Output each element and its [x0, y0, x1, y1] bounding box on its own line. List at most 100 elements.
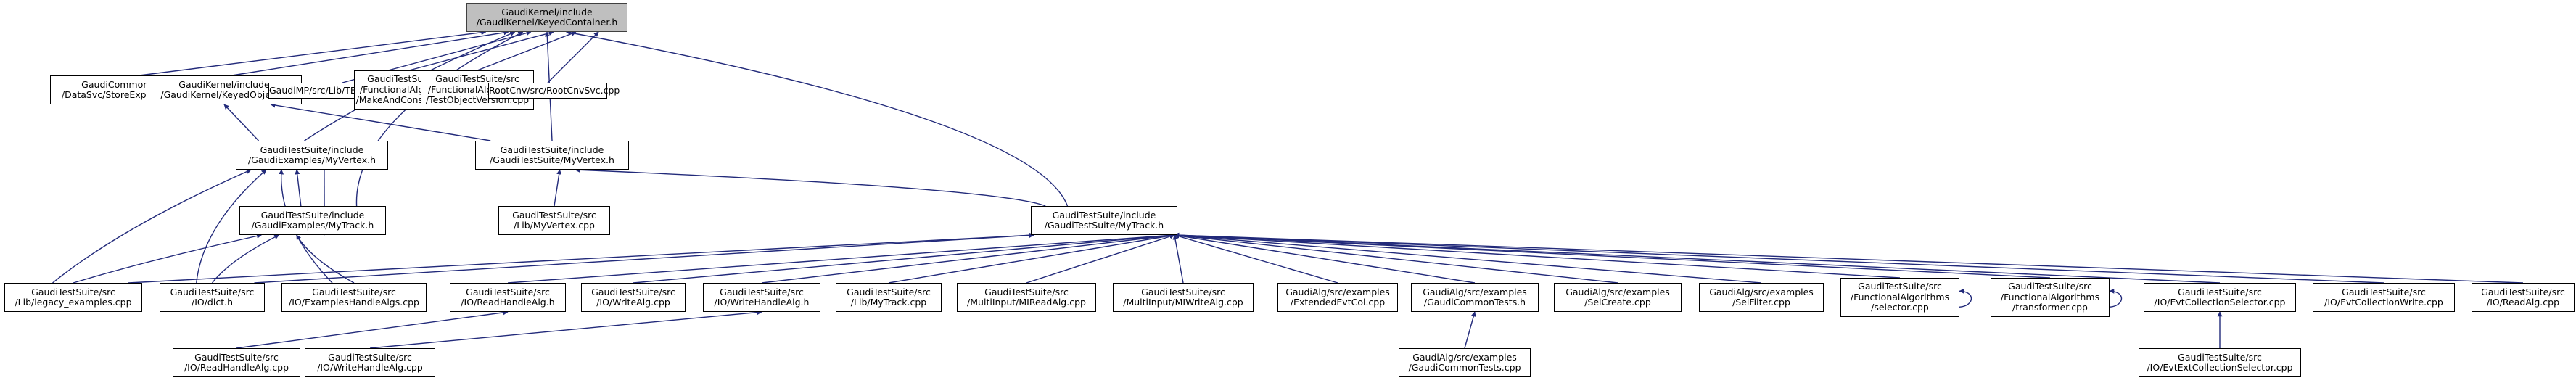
node-label-line: GaudiAlg/src/examples	[1412, 351, 1517, 363]
node-label-line: /transformer.cpp	[2012, 302, 2088, 313]
edge-io-dict-to-testsuite-mytrack	[254, 232, 1034, 284]
graph-node-writehandlealg-cpp[interactable]: GaudiTestSuite/src/IO/WriteHandleAlg.cpp	[305, 348, 435, 377]
graph-node-readhandlealg-h[interactable]: GaudiTestSuite/src/IO/ReadHandleAlg.h	[450, 283, 566, 312]
graph-node-legacy-examples[interactable]: GaudiTestSuite/src/Lib/legacy_examples.c…	[4, 283, 142, 312]
node-label-line: /IO/EvtExtCollectionSelector.cpp	[2147, 362, 2293, 373]
edge-writealg-cpp-to-testsuite-mytrack	[633, 233, 1175, 284]
node-label-line: GaudiTestSuite/src	[170, 286, 255, 297]
node-label-line: /ExtendedEvtCol.cpp	[1290, 297, 1386, 308]
edge-selector-cpp-to-testsuite-mytrack	[1174, 232, 1901, 279]
edge-legacy-examples-to-testsuite-mytrack	[128, 232, 1034, 284]
graph-node-readhandlealg-cpp[interactable]: GaudiTestSuite/src/IO/ReadHandleAlg.cpp	[173, 348, 300, 377]
node-label-line: GaudiTestSuite/src	[312, 286, 396, 297]
node-label-line: GaudiTestSuite/src	[847, 286, 931, 297]
node-label-line: /SelFilter.cpp	[1732, 297, 1790, 308]
graph-node-examples-mytrack[interactable]: GaudiTestSuite/include/GaudiExamples/MyT…	[239, 206, 386, 235]
node-label-line: /FunctionalAlgorithms	[1850, 291, 1950, 302]
graph-node-lib-mytrack-cpp[interactable]: GaudiTestSuite/src/Lib/MyTrack.cpp	[836, 283, 942, 312]
graph-node-miwritealg[interactable]: GaudiTestSuite/src/MultiInput/MIWriteAlg…	[1113, 283, 1254, 312]
graph-node-selcreate[interactable]: GaudiAlg/src/examples/SelCreate.cpp	[1554, 283, 1682, 312]
graph-node-io-dict[interactable]: GaudiTestSuite/src/IO/dict.h	[160, 283, 265, 312]
node-label-line: /GaudiExamples/MyVertex.h	[247, 155, 376, 165]
node-label-line: GaudiAlg/src/examples	[1423, 286, 1527, 297]
edge-self-transformer-cpp	[2109, 288, 2122, 308]
graph-node-writehandlealg-h[interactable]: GaudiTestSuite/src/IO/WriteHandleAlg.h	[703, 283, 820, 312]
node-label-line: GaudiKernel/include	[178, 78, 270, 90]
edge-io-dict-to-examples-mytrack	[211, 234, 280, 284]
node-label-line: GaudiAlg/src/examples	[1709, 286, 1814, 297]
node-label-line: GaudiTestSuite/include	[500, 144, 604, 155]
edge-writehandlealg-h-to-testsuite-mytrack	[761, 233, 1175, 284]
graph-node-rootcnvsvc[interactable]: RootCnv/src/RootCnvSvc.cpp	[488, 83, 620, 99]
node-label-line: /IO/dict.h	[191, 297, 234, 308]
edge-miwritealg-to-testsuite-mytrack	[1172, 234, 1184, 284]
graph-node-writealg-cpp[interactable]: GaudiTestSuite/src/IO/WriteAlg.cpp	[581, 283, 686, 312]
graph-node-evtcollectionselector-cpp[interactable]: GaudiTestSuite/src/IO/EvtCollectionSelec…	[2144, 283, 2296, 312]
edge-lib-mytrack-cpp-to-testsuite-mytrack	[888, 233, 1175, 284]
graph-node-evtcollectionwrite-cpp[interactable]: GaudiTestSuite/src/IO/EvtCollectionWrite…	[2313, 283, 2455, 312]
node-label-line: GaudiTestSuite/src	[2481, 286, 2565, 297]
edge-extendedevtcol-to-testsuite-mytrack	[1174, 234, 1338, 284]
graph-node-evtextcollectionselector-cpp[interactable]: GaudiTestSuite/src/IO/EvtExtCollectionSe…	[2139, 348, 2301, 377]
graph-node-gaudicommontests-cpp[interactable]: GaudiAlg/src/examples/GaudiCommonTests.c…	[1399, 348, 1531, 377]
node-label-line: /IO/ReadAlg.cpp	[2486, 297, 2560, 308]
edge-examples-mytrack-to-examples-myvertex	[295, 169, 302, 207]
graph-node-testsuite-myvertex[interactable]: GaudiTestSuite/include/GaudiTestSuite/My…	[475, 141, 629, 170]
edge-evtcollectionwrite-cpp-to-testsuite-mytrack	[1174, 232, 2384, 284]
node-label-line: /IO/ExamplesHandleAlgs.cpp	[289, 297, 419, 308]
edge-keyedobject-to-keyedcontainer	[231, 30, 509, 76]
graph-node-examples-myvertex[interactable]: GaudiTestSuite/include/GaudiExamples/MyV…	[236, 141, 388, 170]
node-label-line: /FunctionalAlgorithms	[2000, 291, 2100, 302]
edge-legacy-examples-to-examples-mytrack	[73, 233, 262, 284]
edge-writehandlealg-cpp-to-writehandlealg-h	[369, 310, 762, 349]
graph-node-lib-myvertex-cpp[interactable]: GaudiTestSuite/src/Lib/MyVertex.cpp	[498, 206, 610, 235]
node-label-line: /GaudiKernel/KeyedObject.h	[160, 89, 288, 100]
graph-node-exampleshandlealgs[interactable]: GaudiTestSuite/src/IO/ExamplesHandleAlgs…	[281, 283, 427, 312]
edge-readhandlealg-h-to-testsuite-mytrack	[507, 232, 1175, 284]
graph-node-keyedcontainer[interactable]: GaudiKernel/include/GaudiKernel/KeyedCon…	[466, 3, 627, 32]
node-label-line: /MultiInput/MIReadAlg.cpp	[967, 297, 1086, 308]
node-label-line: /MultiInput/MIWriteAlg.cpp	[1123, 297, 1243, 308]
node-label-line: GaudiTestSuite/src	[512, 209, 596, 221]
graph-node-extendedevtcol[interactable]: GaudiAlg/src/examples/ExtendedEvtCol.cpp	[1277, 283, 1398, 312]
graph-node-gaudicommontests-h[interactable]: GaudiAlg/src/examples/GaudiCommonTests.h	[1411, 283, 1539, 312]
node-label-line: GaudiKernel/include	[501, 6, 593, 17]
edge-rootcnvsvc-to-keyedcontainer	[547, 31, 599, 83]
node-label-line: GaudiTestSuite/src	[466, 286, 550, 297]
edge-readalg-cpp-to-testsuite-mytrack	[1174, 232, 2524, 284]
edge-mireadalg-to-testsuite-mytrack	[1026, 234, 1175, 284]
edge-testobjectversion-to-keyedcontainer	[477, 31, 577, 71]
edge-transformer-cpp-to-testsuite-mytrack	[1174, 232, 2051, 279]
edge-selfilter-to-testsuite-mytrack	[1174, 233, 1762, 284]
node-label-line: /IO/EvtCollectionSelector.cpp	[2154, 297, 2286, 308]
edge-legacy-examples-to-examples-myvertex	[52, 169, 252, 284]
graph-node-readalg-cpp[interactable]: GaudiTestSuite/src/IO/ReadAlg.cpp	[2472, 283, 2575, 312]
node-label-line: /selector.cpp	[1871, 302, 1929, 313]
edge-self-selector-cpp	[1959, 288, 1972, 308]
node-label-line: GaudiTestSuite/src	[2342, 286, 2426, 297]
node-label-line: /GaudiExamples/MyTrack.h	[251, 220, 374, 231]
edge-examples-mytrack-to-keyedcontainer	[355, 31, 524, 207]
node-label-line: GaudiTestSuite/include	[260, 144, 364, 155]
node-label-line: /GaudiTestSuite/MyTrack.h	[1044, 220, 1164, 231]
edge-storeexploreralg-to-keyedcontainer	[139, 30, 487, 76]
graph-node-selector-cpp[interactable]: GaudiTestSuite/src/FunctionalAlgorithms/…	[1840, 278, 1959, 317]
node-label-line: /GaudiCommonTests.cpp	[1408, 362, 1521, 373]
edge-exampleshandlealgs-to-examples-mytrack	[296, 234, 355, 284]
graph-node-testsuite-mytrack[interactable]: GaudiTestSuite/include/GaudiTestSuite/My…	[1031, 206, 1177, 235]
graph-node-selfilter[interactable]: GaudiAlg/src/examples/SelFilter.cpp	[1699, 283, 1824, 312]
node-label-line: /Lib/legacy_examples.cpp	[15, 297, 132, 308]
node-label-line: GaudiTestSuite/include	[260, 209, 365, 221]
node-label-line: /GaudiKernel/KeyedContainer.h	[476, 17, 618, 28]
edge-readhandlealg-cpp-to-readhandlealg-h	[236, 310, 509, 349]
node-label-line: GaudiTestSuite/src	[2178, 286, 2262, 297]
graph-node-transformer-cpp[interactable]: GaudiTestSuite/src/FunctionalAlgorithms/…	[1991, 278, 2110, 317]
graph-node-mireadalg[interactable]: GaudiTestSuite/src/MultiInput/MIReadAlg.…	[957, 283, 1096, 312]
node-label-line: /Lib/MyVertex.cpp	[514, 220, 595, 231]
node-label-line: GaudiTestSuite/src	[1858, 281, 1942, 292]
node-label-line: GaudiTestSuite/src	[2008, 281, 2092, 292]
node-label-line: /Lib/MyTrack.cpp	[850, 297, 927, 308]
node-label-line: GaudiTestSuite/src	[31, 286, 115, 297]
